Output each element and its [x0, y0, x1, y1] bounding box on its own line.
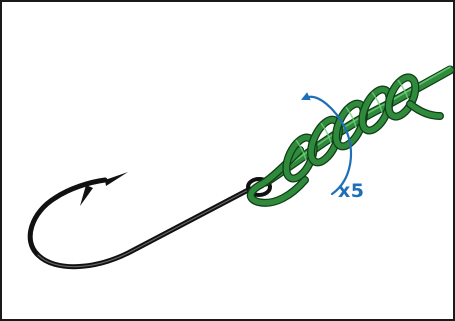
wrap-count-label: x5: [338, 180, 365, 202]
hook-shank: [27, 177, 253, 270]
hook-point: [105, 172, 128, 186]
fish-hook: [27, 172, 272, 270]
hook-eye: [246, 177, 272, 197]
wrap-4: [358, 85, 394, 135]
wrap-direction-arrow: [301, 92, 353, 196]
hook-barb: [80, 185, 93, 206]
wrap-1: [282, 133, 318, 183]
